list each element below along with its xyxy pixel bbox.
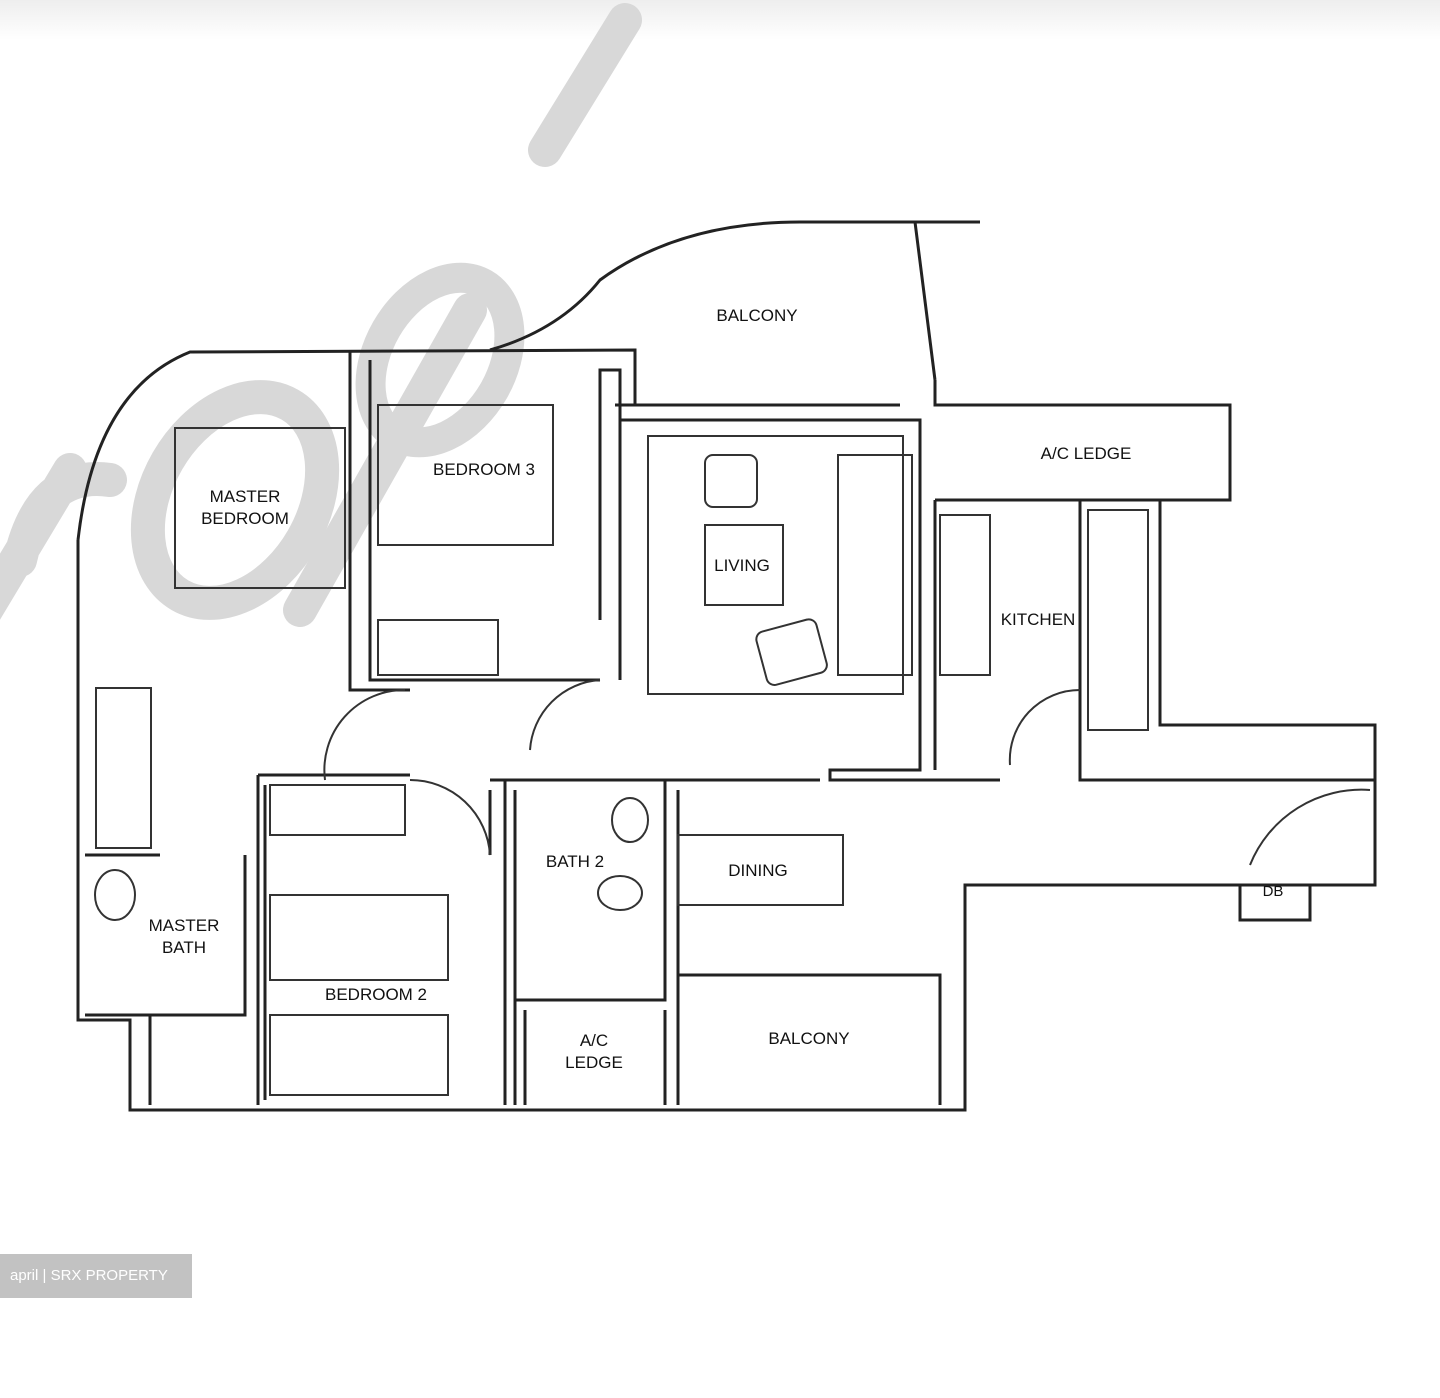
room-label-bedroom3: BEDROOM 3 — [432, 460, 536, 479]
room-label-balcony-top: BALCONY — [716, 306, 798, 325]
bedroom2-bed — [269, 894, 449, 981]
room-label-kitchen: KITCHEN — [1000, 610, 1076, 629]
coffee-table — [704, 524, 784, 606]
room-label-ac-ledge-bottom: A/C LEDGE — [565, 1031, 623, 1072]
armchair — [704, 454, 758, 508]
bedroom3-bed — [377, 404, 554, 546]
living-area — [647, 435, 904, 695]
sofa — [837, 454, 913, 676]
watermark — [0, 3, 642, 627]
room-label-bath2: BATH 2 — [545, 852, 605, 871]
room-label-balcony-bottom: BALCONY — [768, 1029, 850, 1048]
room-label-ac-ledge-top: A/C LEDGE — [1040, 444, 1132, 463]
room-label-living: LIVING — [714, 556, 770, 575]
walls — [76, 220, 1377, 1112]
door-swings — [323, 679, 1371, 866]
watermark-letter-p — [283, 293, 487, 627]
furniture — [94, 404, 1371, 1096]
watermark-letter-l — [528, 3, 642, 167]
stove-counter — [939, 514, 991, 676]
room-label-dining: DINING — [728, 861, 788, 880]
room-label-bedroom2: BEDROOM 2 — [324, 985, 428, 1004]
watermark-letter-r — [0, 453, 127, 620]
watermark-letter-p-bowl — [355, 262, 525, 458]
room-label-master-bath: MASTER BATH — [148, 916, 220, 957]
bedroom2-bed — [269, 1014, 449, 1096]
master-bed — [174, 427, 346, 589]
bath2-basin — [611, 797, 649, 843]
photo-credit: april | SRX PROPERTY — [0, 1254, 192, 1298]
room-label-master-bedroom: MASTER BEDROOM — [201, 487, 289, 528]
top-shade — [0, 0, 1440, 40]
dining-table — [677, 834, 844, 906]
master-wardrobe — [95, 687, 152, 849]
bedroom3-wardrobe — [377, 619, 499, 676]
armchair — [755, 618, 828, 686]
sink-counter — [1087, 509, 1149, 731]
room-label-db: DB — [1262, 883, 1284, 900]
watermark-letter-o — [130, 380, 340, 620]
bath2-toilet — [597, 875, 643, 911]
master-bath-basin — [94, 869, 136, 921]
bedroom2-wardrobe — [269, 784, 406, 836]
